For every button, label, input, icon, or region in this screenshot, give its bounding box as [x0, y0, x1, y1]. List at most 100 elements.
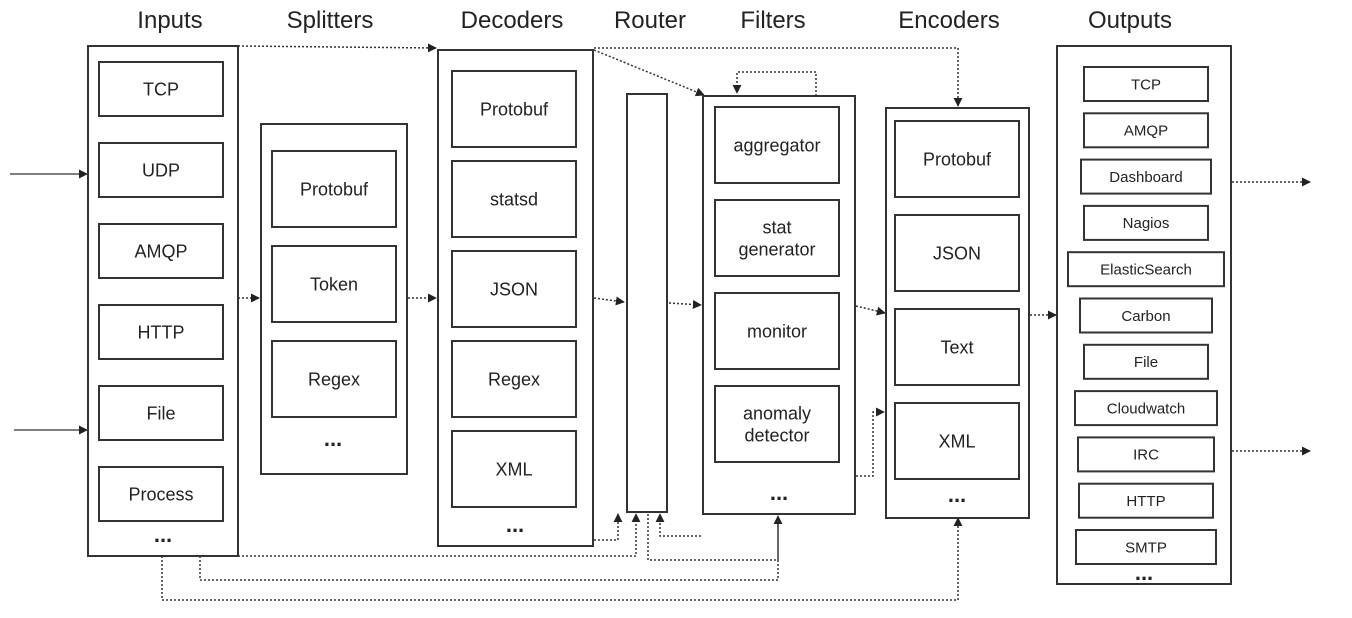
inputs-item-label: File	[146, 403, 175, 423]
router-to-filters-arrow	[668, 300, 702, 309]
inputs-item-label: Process	[128, 484, 193, 504]
decoders-item-box	[451, 160, 577, 238]
filters-column: aggregatorstatgeneratormonitoranomalydet…	[702, 95, 856, 515]
router-title: Router	[614, 7, 686, 34]
filters-item-label: monitor	[747, 321, 807, 341]
filters-item-label: stat	[762, 217, 791, 237]
inputs-title: Inputs	[137, 7, 202, 34]
outputs-item-label: HTTP	[1126, 493, 1165, 510]
decoders-item-box	[451, 430, 577, 508]
inputs-item-box	[98, 61, 224, 117]
decoders-more: ...	[506, 512, 524, 537]
splitters-item-box	[271, 340, 397, 418]
encoders-item-box	[894, 402, 1020, 480]
outputs-item-label: SMTP	[1125, 539, 1167, 556]
outputs-item-box	[1083, 343, 1209, 380]
splitters-column: ProtobufTokenRegex ...	[260, 123, 408, 475]
splitters-item-box	[271, 245, 397, 323]
inputs-item-label: UDP	[142, 160, 180, 180]
outputs-title: Outputs	[1088, 7, 1172, 34]
outputs-item-label: AMQP	[1124, 123, 1168, 140]
decoders-item-box	[451, 70, 577, 148]
outputs-column: TCP AMQP DashboardNagiosElasticSearchCarbo…	[1056, 45, 1232, 585]
decoders-to-router-bottom-arrow	[594, 513, 623, 541]
inputs-item-label: TCP	[143, 79, 179, 99]
encoders-item-label: Protobuf	[923, 149, 992, 169]
splitters-item-label: Protobuf	[300, 179, 369, 199]
inputs-item-label: AMQP	[134, 241, 187, 261]
outputs-item-box	[1080, 158, 1212, 195]
filters-item-box	[714, 385, 840, 463]
outputs-item-box	[1075, 529, 1217, 565]
filters-feedback-loop	[732, 71, 817, 96]
filters-item-label: anomaly	[743, 403, 811, 423]
encoders-item-label: Text	[940, 337, 973, 357]
outputs-item-label: TCP	[1131, 76, 1161, 93]
splitters-item-label: Regex	[308, 369, 360, 389]
outputs-item-box	[1074, 390, 1218, 427]
inputs-column: TCP UDP AMQP HTTP FileProcess ...	[87, 45, 239, 557]
inputs-item-box	[98, 385, 224, 441]
encoders-title: Encoders	[898, 7, 999, 34]
filters-item-label: generator	[738, 239, 815, 259]
inputs-item-box	[98, 223, 224, 279]
outputs-item-box	[1078, 482, 1214, 519]
outputs-item-box	[1083, 66, 1209, 102]
filters-to-encoders-arrow	[855, 305, 886, 316]
encoders-item-box	[894, 120, 1020, 198]
decoders-item-label: XML	[495, 459, 532, 479]
outputs-item-box	[1067, 251, 1225, 288]
inputs-item-box	[98, 304, 224, 360]
outputs-item-label: Dashboard	[1109, 169, 1182, 186]
filters-more: ...	[770, 480, 788, 505]
filters-title: Filters	[740, 7, 805, 34]
filters-item-label: aggregator	[733, 135, 820, 155]
decoders-item-label: JSON	[490, 279, 538, 299]
outputs-item-box	[1077, 436, 1215, 473]
inputs-to-filters-bottom-arrow	[199, 516, 779, 581]
outputs-item-box	[1083, 204, 1209, 241]
router-bar	[626, 93, 668, 513]
splitters-more: ...	[324, 426, 342, 451]
splitters-item-box	[271, 150, 397, 228]
inputs-to-router-bottom-arrow	[238, 513, 641, 557]
filters-item-box	[714, 292, 840, 370]
decoders-to-filters-arrow	[593, 49, 705, 97]
outputs-item-box	[1079, 297, 1213, 334]
outputs-item-box	[1083, 112, 1209, 149]
encoders-item-label: JSON	[933, 243, 981, 263]
filters-item-box	[714, 106, 840, 184]
filters-item-box	[714, 199, 840, 277]
decoders-item-box	[451, 250, 577, 328]
decoders-item-label: statsd	[490, 189, 538, 209]
filters-to-encoders-lower-arrow	[856, 407, 885, 477]
decoders-to-router-arrow	[593, 296, 625, 306]
encoders-item-box	[894, 214, 1020, 292]
encoders-item-box	[894, 308, 1020, 386]
inputs-item-box	[98, 466, 224, 522]
outputs-item-label: IRC	[1133, 447, 1159, 464]
decoders-to-encoders-arrow	[594, 47, 963, 107]
outputs-item-label: File	[1134, 354, 1158, 371]
decoders-item-box	[451, 340, 577, 418]
inputs-item-box	[98, 142, 224, 198]
encoders-item-label: XML	[938, 431, 975, 451]
outputs-item-label: Cloudwatch	[1107, 400, 1185, 417]
encoders-more: ...	[948, 482, 966, 507]
decoders-item-label: Regex	[488, 369, 540, 389]
inputs-item-label: HTTP	[138, 322, 185, 342]
decoders-item-label: Protobuf	[480, 99, 549, 119]
inputs-more: ...	[154, 522, 172, 547]
outputs-item-label: Carbon	[1121, 308, 1170, 325]
filters-to-router-return-arrow	[655, 513, 701, 537]
inputs-to-decoders-arrow	[237, 43, 437, 53]
outputs-more: ...	[1135, 560, 1153, 585]
outputs-item-label: ElasticSearch	[1100, 261, 1192, 278]
outputs-item-label: Nagios	[1123, 215, 1170, 232]
router-to-filters-bottom-arrow	[647, 514, 783, 561]
decoders-title: Decoders	[461, 7, 564, 34]
splitters-title: Splitters	[287, 7, 374, 34]
